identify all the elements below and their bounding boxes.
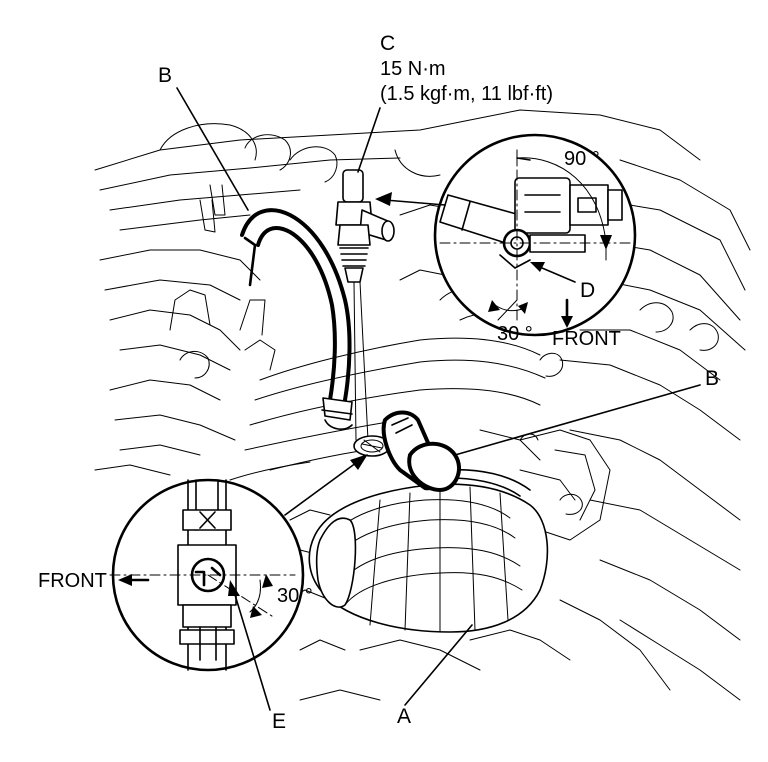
- callout-leaders: [176, 87, 701, 706]
- callout-a: A: [397, 705, 411, 728]
- detail-view-top: [433, 133, 637, 337]
- leader-c: [357, 107, 381, 173]
- pcv-hose: [240, 208, 353, 430]
- intake-duct: [308, 468, 549, 633]
- angle-30-top-label: 30 °: [497, 323, 533, 345]
- pcv-valve: [335, 169, 395, 441]
- torque-imperial: (1.5 kgf·m, 11 lbf·ft): [380, 83, 553, 105]
- callout-c: C: [380, 32, 395, 55]
- callout-d: D: [580, 279, 595, 302]
- detail-view-bottom: [109, 478, 305, 711]
- leader-b-right: [454, 384, 701, 456]
- detail-top-leader: [375, 192, 446, 206]
- leader-b-top: [176, 87, 249, 211]
- detail-bottom-leader: [284, 454, 368, 516]
- engine-background: [94, 109, 751, 701]
- torque-nm: 15 N·m: [380, 58, 446, 80]
- angle-30-bottom-label: 30 °: [277, 585, 313, 607]
- callout-e: E: [272, 710, 286, 733]
- angle-90-label: 90 °: [564, 148, 600, 170]
- front-top-label: FRONT: [552, 328, 621, 350]
- callout-b-right: B: [705, 367, 719, 390]
- front-bottom-label: FRONT: [38, 570, 107, 592]
- callout-b-top: B: [158, 64, 172, 87]
- leader-a: [404, 624, 473, 706]
- breather-hose-right: [381, 410, 461, 492]
- callout-labels: A B B C D E 15 N·m (1.5 kgf·m, 11 lbf·ft…: [38, 32, 719, 733]
